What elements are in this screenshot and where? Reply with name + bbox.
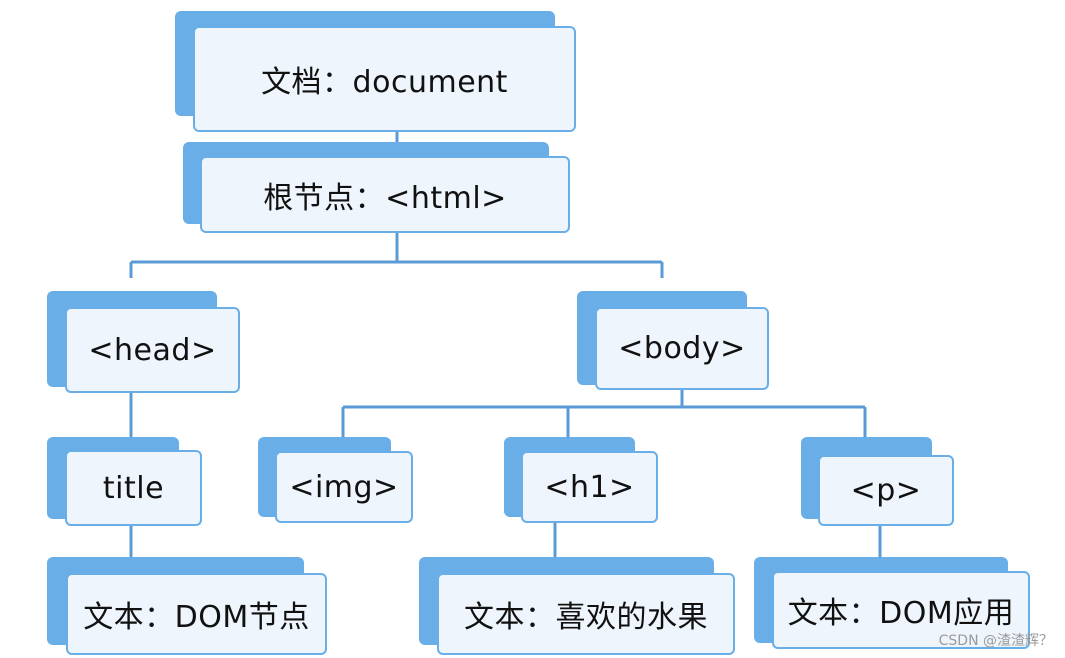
node-h1-label: <h1> [544, 469, 635, 505]
node-body-label: <body> [618, 331, 746, 366]
node-p-label: <p> [850, 473, 922, 508]
node-title-label: title [102, 470, 165, 506]
node-html-label: 根节点：<html> [263, 180, 507, 216]
watermark: CSDN @渣渣辉？ [938, 633, 1053, 649]
node-text-fruit-label: 文本：喜欢的水果 [464, 600, 708, 635]
node-head-label: <head> [88, 332, 217, 368]
node-text-dom-app-label: 文本：DOM应用 [787, 596, 1015, 631]
node-text-dom-node-label: 文本：DOM节点 [83, 600, 310, 635]
node-document-label: 文档：document [261, 65, 508, 100]
node-img-label: <img> [289, 469, 399, 505]
